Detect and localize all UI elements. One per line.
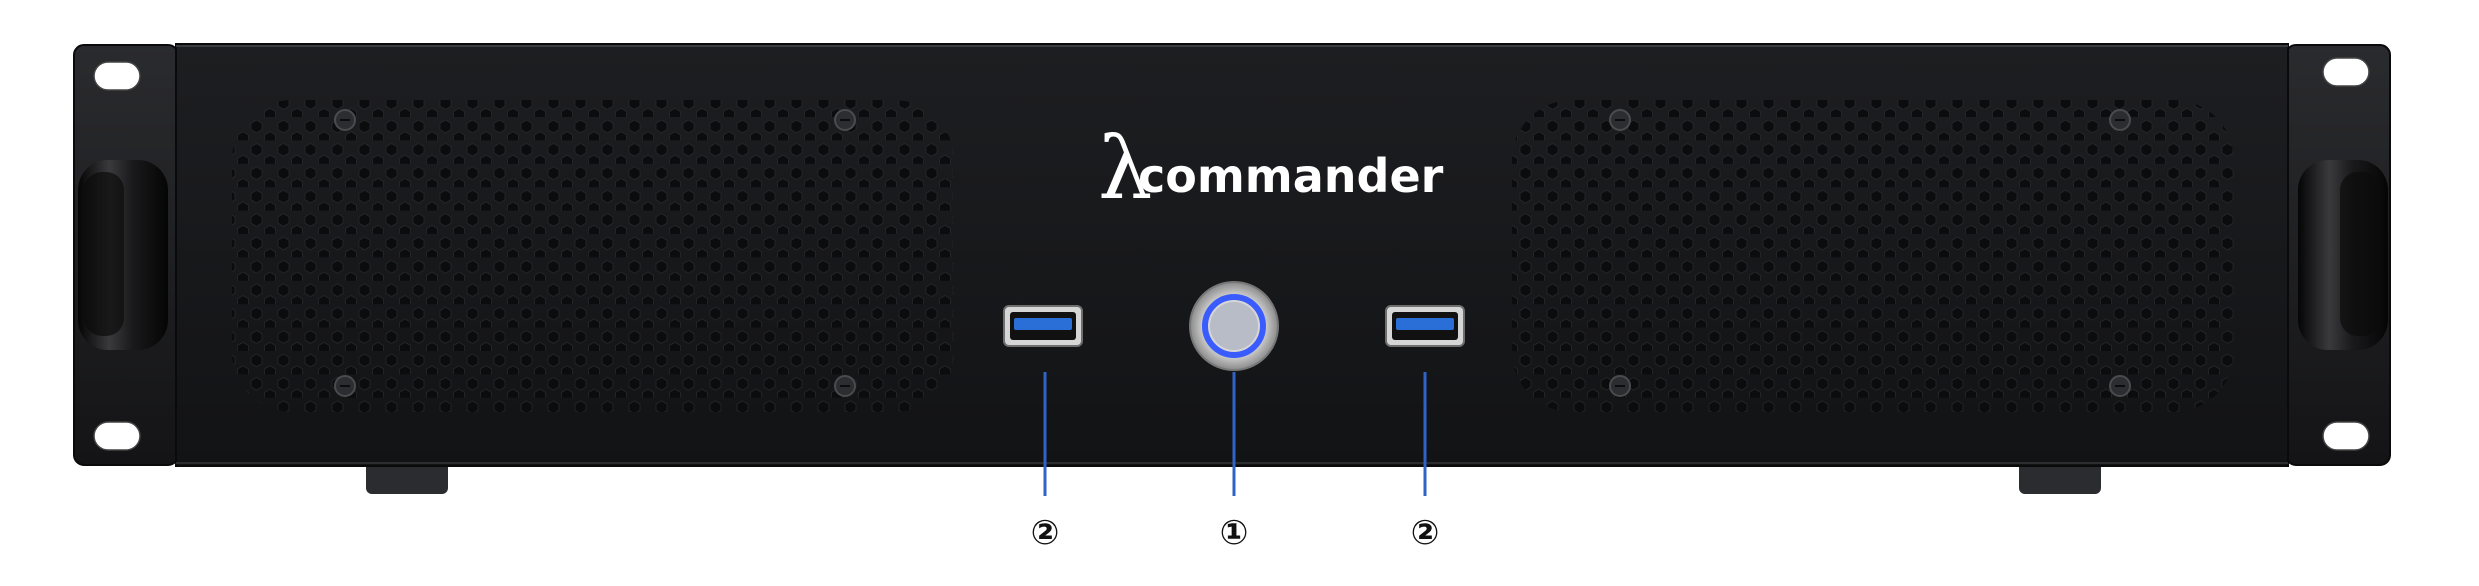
brand-wordmark: commander (1138, 149, 1444, 203)
screws (334, 109, 2131, 397)
brand-lambda-glyph: λ (1098, 119, 1153, 219)
foot-left (366, 462, 448, 494)
power-button[interactable] (1189, 281, 1279, 371)
callout-label-usb-left: ② (1031, 513, 1060, 553)
mount-hole-top-left (93, 61, 141, 91)
mount-hole-bottom-right (2322, 421, 2370, 451)
mount-hole-bottom-left (93, 421, 141, 451)
foot-right (2019, 462, 2101, 494)
rack-ear-right (2285, 44, 2391, 466)
usb-port-left[interactable] (1003, 305, 1083, 347)
vent-grille-right (1512, 100, 2234, 412)
brand-logo: λ commander (1098, 119, 1444, 219)
feet (366, 462, 2101, 494)
callout-label-usb-right: ② (1411, 513, 1440, 553)
callout-label-power: ① (1220, 513, 1249, 553)
rack-ear-left (73, 44, 179, 466)
usb-port-right[interactable] (1385, 305, 1465, 347)
callouts: ② ① ② (1031, 372, 1440, 553)
mount-hole-top-right (2322, 57, 2370, 87)
vent-grille-left (232, 100, 954, 412)
